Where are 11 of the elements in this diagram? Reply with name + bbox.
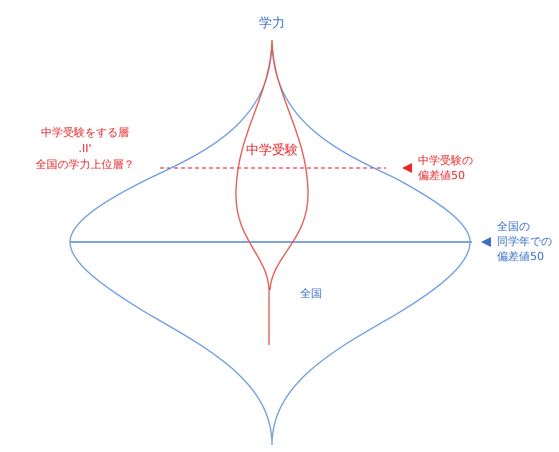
annotation-text: 同学年での [497,235,552,249]
annotation-text: 偏差値50 [497,250,544,264]
annotation-text: 偏差値50 [418,169,465,183]
note-text: 中学受験をする層 [41,126,129,140]
annotation-text: 全国の [497,220,530,234]
note-text: .II' [78,142,92,156]
curve-label: 中学受験 [246,144,298,158]
annotation-text: 中学受験の [418,154,473,168]
note-text: 全国の学力上位層？ [36,158,134,172]
axis-label: 学力 [259,16,285,32]
curve-label: 全国 [300,287,322,301]
